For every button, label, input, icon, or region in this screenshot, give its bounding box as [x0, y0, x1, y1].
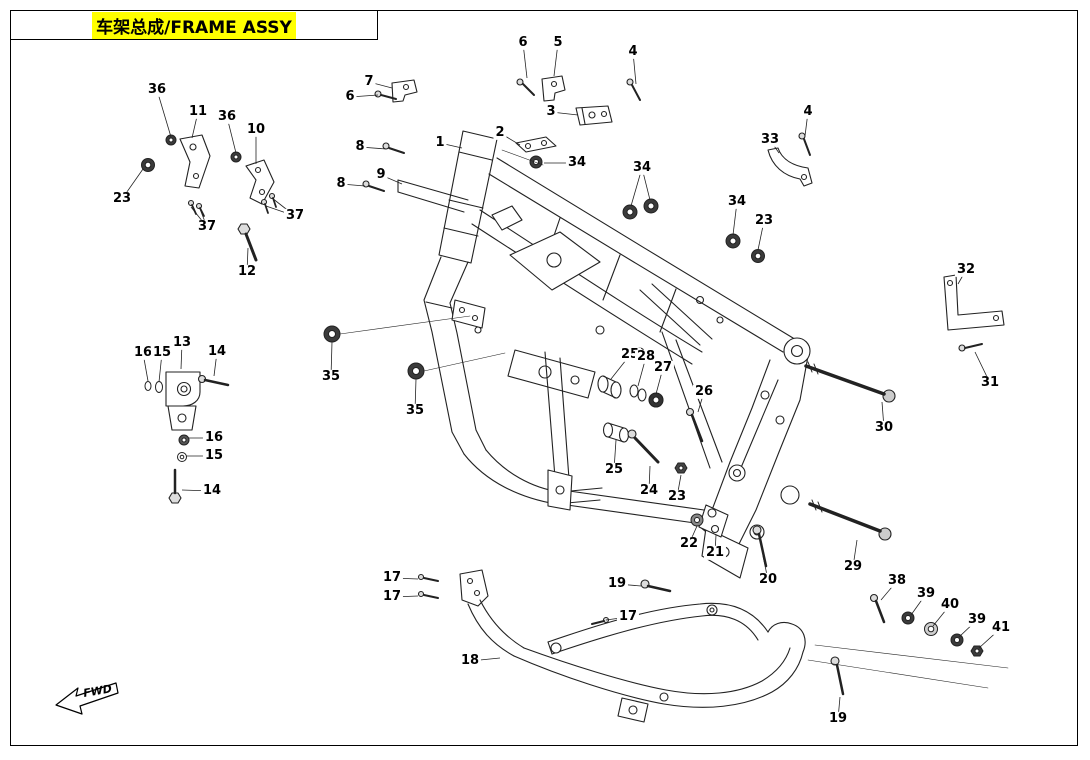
- part-number-label: 29: [841, 558, 865, 575]
- part-number-label: 15: [150, 344, 174, 361]
- part-number-label: 16: [131, 344, 155, 361]
- part-number-label: 7: [362, 73, 376, 90]
- part-number-label: 8: [334, 175, 348, 192]
- part-number-label: 34: [725, 193, 749, 210]
- part-number-label: 36: [215, 108, 239, 125]
- part-number-label: 10: [244, 121, 268, 138]
- part-number-label: 15: [202, 447, 226, 464]
- part-number-label: 35: [319, 368, 343, 385]
- part-number-label: 26: [692, 383, 716, 400]
- part-number-label: 37: [195, 218, 219, 235]
- part-number-label: 8: [353, 138, 367, 155]
- fwd-arrow: FWD: [55, 682, 119, 715]
- part-number-label: 33: [758, 131, 782, 148]
- part-number-label: 17: [380, 569, 404, 586]
- part-number-label: 17: [380, 588, 404, 605]
- part-number-label: 2: [493, 124, 507, 141]
- part-number-label: 16: [202, 429, 226, 446]
- part-number-label: 19: [605, 575, 629, 592]
- rear-subframe-art: [459, 569, 806, 723]
- part-number-label: 36: [145, 81, 169, 98]
- washers-art: [141, 134, 984, 657]
- part-number-label: 11: [186, 103, 210, 120]
- part-number-label: 24: [637, 482, 661, 499]
- part-number-label: 18: [458, 652, 482, 669]
- part-number-label: 9: [374, 166, 388, 183]
- part-number-label: 6: [343, 88, 357, 105]
- part-number-label: 25: [602, 461, 626, 478]
- part-number-label: 22: [677, 535, 701, 552]
- part-number-label: 5: [551, 34, 565, 51]
- part-number-label: 1: [433, 134, 447, 151]
- part-number-label: 39: [965, 611, 989, 628]
- fwd-label: FWD: [82, 682, 113, 700]
- part-number-label: 31: [978, 374, 1002, 391]
- main-frame-art: [397, 130, 811, 579]
- part-number-label: 3: [544, 103, 558, 120]
- fwd-arrow-shape: [55, 682, 119, 715]
- part-number-label: 13: [170, 334, 194, 351]
- bolts-art: [168, 78, 983, 696]
- part-number-label: 14: [200, 482, 224, 499]
- part-number-label: 37: [283, 207, 307, 224]
- part-number-label: 38: [885, 572, 909, 589]
- part-number-label: 6: [516, 34, 530, 51]
- construction-lines-art: [339, 149, 1009, 689]
- page-title: 车架总成/FRAME ASSY: [92, 11, 296, 39]
- part-number-label: 40: [938, 596, 962, 613]
- part-number-label: 21: [703, 544, 727, 561]
- part-number-label: 23: [752, 212, 776, 229]
- part-number-label: 4: [626, 43, 640, 60]
- part-number-label: 4: [801, 103, 815, 120]
- part-number-label: 34: [630, 159, 654, 176]
- part-number-label: 32: [954, 261, 978, 278]
- small-brackets-art: [165, 75, 1005, 538]
- part-number-label: 41: [989, 619, 1013, 636]
- part-number-label: 17: [616, 608, 640, 625]
- part-number-label: 14: [205, 343, 229, 360]
- part-number-label: 20: [756, 571, 780, 588]
- part-number-label: 34: [565, 154, 589, 171]
- title-box: 车架总成/FRAME ASSY: [10, 10, 378, 40]
- part-number-label: 23: [665, 488, 689, 505]
- part-number-label: 19: [826, 710, 850, 727]
- part-number-label: 30: [872, 419, 896, 436]
- part-number-label: 27: [651, 359, 675, 376]
- part-number-label: 39: [914, 585, 938, 602]
- part-number-label: 28: [634, 348, 658, 365]
- part-number-label: 35: [403, 402, 427, 419]
- bushings-art: [597, 375, 664, 443]
- page-border: [10, 10, 1078, 746]
- part-number-label: 12: [235, 263, 259, 280]
- part-number-label: 23: [110, 190, 134, 207]
